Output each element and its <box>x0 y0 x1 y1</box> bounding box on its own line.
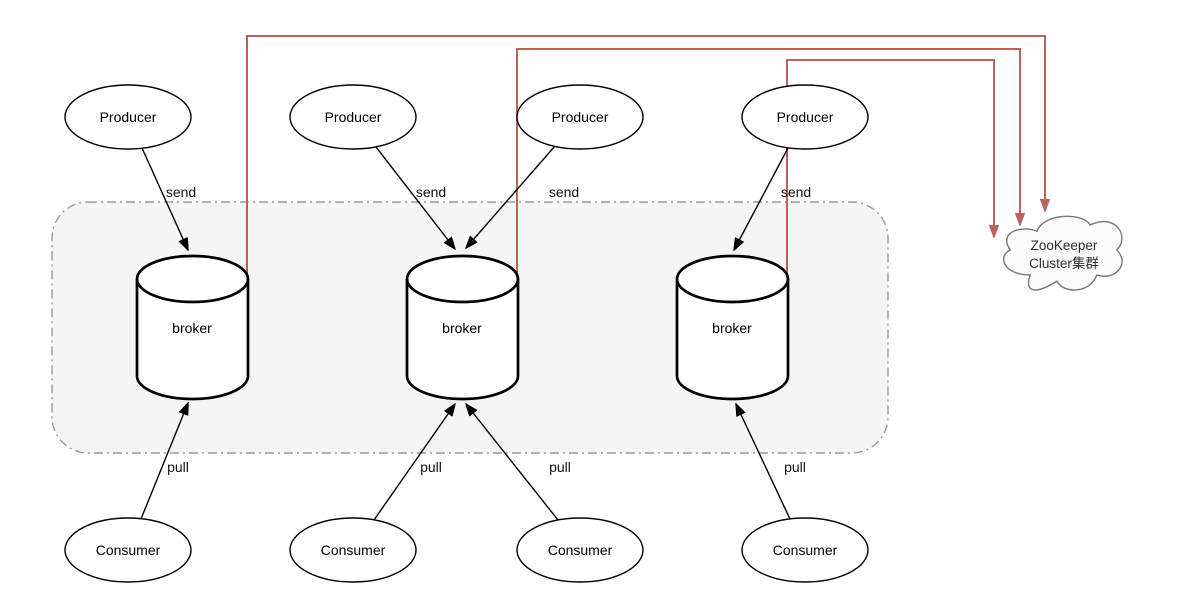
edge-labels: send send send send pull pull pull pull <box>166 184 811 475</box>
consumer-node-2 <box>289 517 417 583</box>
zookeeper-cloud-label-line2: Cluster集群 <box>1029 256 1099 271</box>
producer-node-2 <box>289 84 417 150</box>
consumer-node-4 <box>741 517 869 583</box>
send-label-4: send <box>781 184 811 200</box>
broker-label-1: broker <box>172 320 212 336</box>
producer-node-3 <box>516 84 644 150</box>
zookeeper-cloud-label-line1: ZooKeeper <box>1031 238 1098 253</box>
zookeeper-cloud-shape <box>1003 215 1123 291</box>
broker-cylinder-2 <box>405 254 520 401</box>
pull-edge-4 <box>736 404 791 520</box>
zookeeper-edge-broker2 <box>516 48 1020 276</box>
broker-label-3: broker <box>712 320 752 336</box>
consumer-label-2: Consumer <box>321 542 386 558</box>
broker-cylinder-2-body <box>405 254 520 401</box>
broker-cylinder-3-body <box>675 254 790 401</box>
zookeeper-edges <box>246 35 1045 276</box>
message-edges <box>140 145 791 521</box>
producer-nodes: Producer Producer Producer Producer <box>64 84 869 150</box>
zookeeper-cloud: ZooKeeper Cluster集群 <box>1003 215 1123 291</box>
broker-cylinder-1 <box>135 254 250 401</box>
consumer-label-4: Consumer <box>773 542 838 558</box>
send-edge-2 <box>375 146 455 249</box>
send-label-1: send <box>166 184 196 200</box>
pull-label-2: pull <box>420 459 442 475</box>
send-edge-3 <box>466 145 556 248</box>
send-edge-4 <box>734 147 789 250</box>
send-label-2: send <box>416 184 446 200</box>
pull-edge-2 <box>373 404 455 521</box>
producer-label-2: Producer <box>325 109 382 125</box>
broker-cylinder-1-lid <box>135 278 250 304</box>
pull-label-3: pull <box>549 459 571 475</box>
zookeeper-edge-broker1 <box>246 35 1045 276</box>
broker-cylinder-2-lid <box>405 278 520 304</box>
consumer-node-3 <box>516 517 644 583</box>
producer-label-1: Producer <box>100 109 157 125</box>
broker-cylinder-3 <box>675 254 790 401</box>
producer-label-4: Producer <box>777 109 834 125</box>
producer-node-1 <box>64 84 192 150</box>
producer-node-4 <box>741 84 869 150</box>
pull-label-4: pull <box>784 459 806 475</box>
consumer-node-1 <box>64 517 192 583</box>
broker-label-2: broker <box>442 320 482 336</box>
consumer-nodes: Consumer Consumer Consumer Consumer <box>64 517 869 583</box>
producer-label-3: Producer <box>552 109 609 125</box>
send-edge-1 <box>141 147 188 250</box>
consumer-label-3: Consumer <box>548 542 613 558</box>
broker-cylinder-3-lid <box>675 278 790 304</box>
pull-label-1: pull <box>167 459 189 475</box>
pull-edge-3 <box>466 404 559 521</box>
broker-labels: broker broker broker <box>172 320 752 336</box>
pull-edge-1 <box>140 403 188 520</box>
zookeeper-edge-broker3 <box>786 59 994 276</box>
consumer-label-1: Consumer <box>96 542 161 558</box>
send-label-3: send <box>549 184 579 200</box>
broker-cylinder-1-body <box>135 254 250 401</box>
broker-nodes <box>135 254 790 401</box>
